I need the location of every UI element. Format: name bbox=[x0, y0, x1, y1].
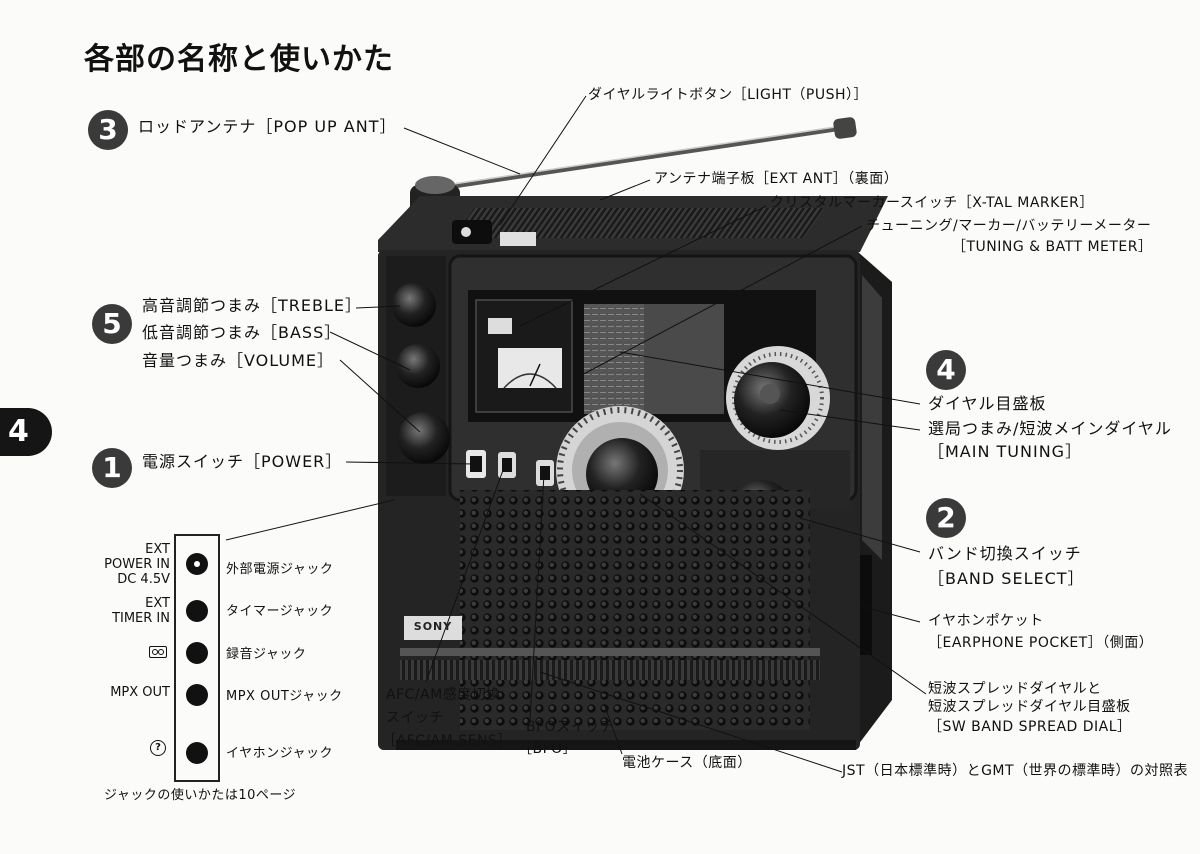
label-earphone-pocket-ja: イヤホンポケット bbox=[928, 613, 1044, 629]
jack-icon[interactable] bbox=[186, 600, 208, 622]
label-earphone-pocket-en: ［EARPHONE POCKET］（側面） bbox=[928, 635, 1154, 651]
volume-knob[interactable] bbox=[398, 412, 450, 464]
label-light-push: ダイヤルライトボタン［LIGHT（PUSH）］ bbox=[588, 87, 869, 103]
jack-desc-ext-power: 外部電源ジャック bbox=[226, 562, 334, 577]
label-ext-ant: アンテナ端子板［EXT ANT］（裏面） bbox=[654, 171, 899, 187]
label-afc-ja1: AFC/AM感度切換 bbox=[386, 687, 501, 703]
jack-desc-earphone: イヤホンジャック bbox=[226, 746, 333, 761]
label-meter-ja: チューニング/マーカー/バッテリーメーター bbox=[866, 218, 1152, 234]
label-pop-up-ant: ロッドアンテナ［POP UP ANT］ bbox=[138, 117, 397, 136]
main-tuning-knob[interactable] bbox=[726, 346, 830, 450]
label-power: 電源スイッチ［POWER］ bbox=[142, 452, 343, 471]
label-afc-en: ［AFC/AM SENS］ bbox=[382, 733, 512, 749]
cassette-icon bbox=[149, 646, 167, 658]
label-bfo-en: ［BFO］ bbox=[518, 741, 578, 757]
label-main-tuning-ja: 選局つまみ/短波メインダイヤル bbox=[928, 419, 1172, 438]
label-band-select-en: ［BAND SELECT］ bbox=[928, 569, 1085, 588]
light-button[interactable] bbox=[500, 232, 536, 246]
jack-label-ext-timer: EXT TIMER IN bbox=[112, 596, 170, 626]
dial-scale bbox=[584, 304, 644, 414]
callout-number-3: 3 bbox=[88, 110, 128, 150]
jack-desc-timer: タイマージャック bbox=[226, 604, 334, 619]
bass-knob[interactable] bbox=[396, 344, 440, 388]
label-jst-gmt: JST（日本標準時）とGMT（世界の標準時）の対照表 bbox=[842, 763, 1189, 779]
page-number-tab: 4 bbox=[0, 408, 52, 456]
label-spread-ja2: 短波スプレッドダイヤル目盛板 bbox=[928, 699, 1131, 715]
label-battery-case: 電池ケース（底面） bbox=[622, 755, 752, 771]
tuning-batt-meter bbox=[498, 348, 562, 388]
jack-usage-note: ジャックの使いかたは10ページ bbox=[104, 788, 297, 803]
sony-logo: SONY bbox=[413, 620, 453, 633]
jack-label-mpx-out: MPX OUT bbox=[110, 685, 170, 700]
label-dial-scale: ダイヤル目盛板 bbox=[928, 394, 1047, 413]
label-bfo-ja: BFOスイッチ bbox=[526, 719, 615, 735]
label-volume: 音量つまみ［VOLUME］ bbox=[142, 351, 335, 370]
jack-panel bbox=[174, 534, 220, 782]
mpx-jack-icon[interactable] bbox=[186, 684, 208, 706]
callout-number-5: 5 bbox=[92, 304, 132, 344]
speaker-grille bbox=[460, 490, 810, 730]
label-band-select-ja: バンド切換スイッチ bbox=[928, 544, 1082, 563]
callout-number-1: 1 bbox=[92, 448, 132, 488]
label-main-tuning-en: ［MAIN TUNING］ bbox=[928, 442, 1083, 461]
dc-jack-icon[interactable] bbox=[186, 553, 208, 575]
battery-case bbox=[400, 660, 820, 680]
jack-label-ext-power: EXT POWER IN DC 4.5V bbox=[104, 542, 170, 587]
label-bass: 低音調節つまみ［BASS］ bbox=[142, 323, 342, 342]
callout-number-4: 4 bbox=[926, 350, 966, 390]
earphone-jack-icon[interactable] bbox=[186, 742, 208, 764]
callout-number-2: 2 bbox=[926, 498, 966, 538]
label-xtal-marker: クリスタルマーカースイッチ［X-TAL MARKER］ bbox=[770, 195, 1094, 211]
label-treble: 高音調節つまみ［TREBLE］ bbox=[142, 296, 363, 315]
xtal-marker-switch[interactable] bbox=[488, 318, 512, 334]
label-spread-ja1: 短波スプレッドダイヤルと bbox=[928, 681, 1102, 697]
cassette-jack-icon[interactable] bbox=[186, 642, 208, 664]
jack-desc-record: 録音ジャック bbox=[226, 647, 307, 662]
jack-desc-mpx-out: MPX OUTジャック bbox=[226, 689, 343, 704]
treble-knob[interactable] bbox=[392, 283, 436, 327]
label-meter-en: ［TUNING & BATT METER］ bbox=[952, 239, 1153, 255]
page-title: 各部の名称と使いかた bbox=[84, 42, 394, 77]
label-spread-en: ［SW BAND SPREAD DIAL］ bbox=[928, 719, 1132, 735]
earphone-icon: ? bbox=[150, 740, 166, 756]
label-afc-ja2: スイッチ bbox=[386, 710, 444, 726]
